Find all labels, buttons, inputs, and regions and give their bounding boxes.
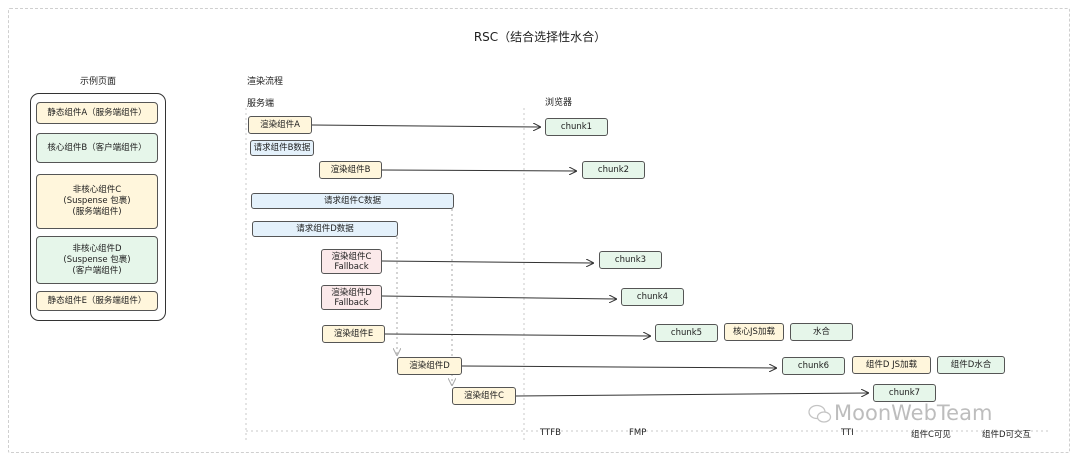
hydrate-step: 水合 [790,323,853,341]
component-b: 核心组件B（客户端组件） [36,133,158,163]
chunk6-box: chunk6 [782,357,845,375]
render-b-step: 渲染组件B [319,161,382,179]
render-e-step: 渲染组件E [322,325,385,343]
component-c: 非核心组件C (Suspense 包裹) (服务端组件) [36,174,158,229]
component-e: 静态组件E（服务端组件） [36,291,158,311]
chunk4-box: chunk4 [621,288,684,306]
component-a: 静态组件A（服务端组件） [36,102,158,124]
component-d-hydrate-step: 组件D水合 [937,356,1005,374]
arrow-chunk1 [311,125,540,127]
diagram-frame [8,8,1070,453]
fetch-d-data-step: 请求组件D数据 [252,221,398,237]
flow-label: 渲染流程 [247,77,284,87]
render-d-step: 渲染组件D [397,357,462,375]
browser-label: 浏览器 [545,98,573,108]
arrow-chunk6 [461,366,776,368]
example-page [30,93,166,321]
arrow-chunk5 [384,334,650,336]
mark-component-d-interactive: 组件D可交互 [982,430,1032,440]
core-js-load-step: 核心JS加载 [724,323,784,341]
component-d: 非核心组件D (Suspense 包裹) (客户端组件) [36,236,158,284]
arrow-chunk7 [515,393,868,396]
fetch-c-data-step: 请求组件C数据 [251,193,454,209]
component-d-js-load-step: 组件D JS加载 [852,356,931,374]
arrow-chunk4 [381,296,616,299]
mark-ttfb: TTFB [540,428,561,438]
chunk5-box: chunk5 [655,324,718,342]
arrow-chunk2 [381,170,576,171]
render-c-fallback-step: 渲染组件C Fallback [321,249,382,274]
diagram-title: RSC（结合选择性水合） [473,30,607,44]
chunk3-box: chunk3 [599,251,662,269]
chunk2-box: chunk2 [582,161,645,179]
mark-fmp: FMP [629,428,647,438]
mark-component-c-visible: 组件C可见 [911,430,951,440]
example-page-label: 示例页面 [80,77,117,87]
render-d-fallback-step: 渲染组件D Fallback [321,285,382,310]
chunk7-box: chunk7 [873,384,936,402]
fetch-b-data-step: 请求组件B数据 [250,140,314,156]
server-label: 服务端 [247,99,275,109]
arrow-chunk3 [381,261,593,263]
wechat-icon [808,404,832,423]
chunk1-box: chunk1 [545,118,608,136]
watermark-text: MoonWebTeam [834,401,993,425]
render-c-step: 渲染组件C [452,387,516,405]
mark-tti: TTI [841,428,854,438]
render-a-step: 渲染组件A [248,116,312,134]
